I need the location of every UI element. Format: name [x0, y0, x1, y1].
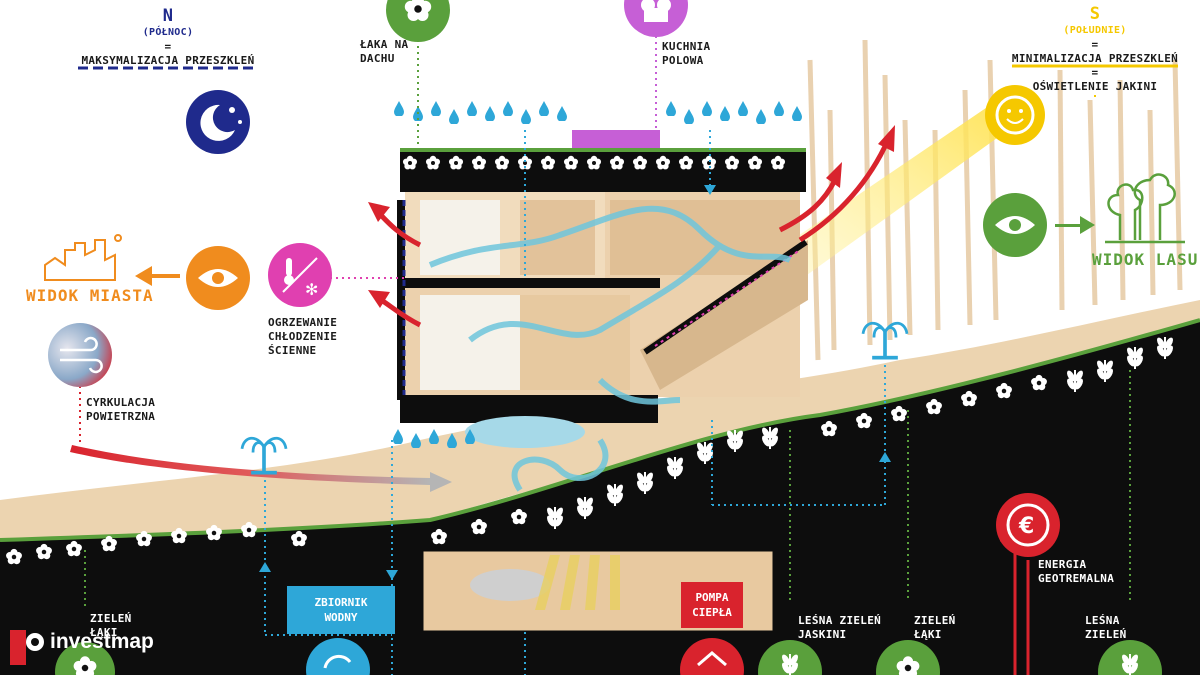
thermometer-snowflake-icon: ✻ — [268, 243, 332, 307]
label-meadow-green-right-line2: ŁĄKI — [914, 628, 942, 641]
svg-text:€: € — [1018, 514, 1034, 539]
label-field-kitchen-line2: POLOWA — [662, 54, 704, 67]
label-roof-meadow-line1: ŁAKA NA — [360, 38, 409, 51]
label-field-kitchen-line1: KUCHNIA — [662, 40, 711, 53]
house-energy-icon — [680, 638, 744, 675]
chef-hat-icon — [624, 0, 688, 37]
water-tank-box — [287, 586, 395, 634]
city-skyline-icon — [44, 234, 122, 281]
label-forest-green-cave: LEŚNA ZIELEŃ JASKINI — [798, 614, 881, 642]
label-geothermal-line1: ENERGIA — [1038, 558, 1087, 571]
brand-name[interactable]: investmap — [50, 630, 154, 653]
label-roof-meadow: ŁAKA NA DACHU — [360, 38, 408, 66]
label-forest-green-line2: ZIELEŃ — [1085, 628, 1127, 641]
svg-text:✻: ✻ — [305, 280, 318, 299]
label-wall-heating-line3: ŚCIENNE — [268, 344, 317, 357]
euro-icon: € — [996, 493, 1060, 557]
south-desc2: OŚWIETLENIE JAKINI — [1032, 80, 1158, 93]
label-water-tank: ZBIORNIK WODNY — [287, 586, 395, 634]
label-air-circulation: CYRKULACJA POWIETRZNA — [86, 396, 155, 424]
label-air-circulation-line2: POWIETRZNA — [86, 410, 156, 423]
label-meadow-green-right: ZIELEŃ ŁĄKI — [914, 614, 956, 642]
label-heat-pump-line2: CIEPŁA — [692, 606, 732, 619]
label-geothermal: ENERGIA GEOTREMALNA — [1038, 558, 1114, 586]
air-flow — [428, 205, 792, 492]
south-eq1: = — [1091, 38, 1099, 51]
north-heading: N (PÓŁNOC) = MAKSYMALIZACJA PRZESZKLEŃ — [80, 6, 256, 68]
north-sub: (PÓŁNOC) — [142, 27, 194, 38]
label-geothermal-line2: GEOTREMALNA — [1038, 572, 1115, 585]
label-meadow-green-left-line2: ŁĄKI — [90, 626, 118, 639]
wind-icon — [48, 323, 112, 387]
recycle-icon — [306, 638, 370, 675]
label-heat-pump-line1: POMPA — [695, 591, 729, 604]
label-wall-heating: OGRZEWANIE CHŁODZENIE ŚCIENNE — [268, 316, 337, 358]
north-letter: N — [162, 6, 174, 26]
north-eq: = — [164, 40, 172, 53]
label-air-circulation-line1: CYRKULACJA — [86, 396, 156, 409]
flower-icon-bottom-2 — [876, 640, 940, 675]
label-forest-green-cave-line1: LEŚNA ZIELEŃ — [798, 614, 882, 627]
label-meadow-green-left: ZIELEŃ ŁĄKI — [90, 612, 132, 640]
investmap-logo-icon — [10, 630, 44, 665]
label-forest-green: LEŚNA ZIELEŃ — [1085, 614, 1127, 642]
label-wall-heating-line2: CHŁODZENIE — [268, 330, 338, 343]
house-roof — [400, 150, 806, 192]
south-desc1: MINIMALIZACJA PRZESZKLEŃ — [1011, 52, 1179, 65]
label-heat-pump: POMPA CIEPŁA — [681, 582, 743, 628]
label-forest-green-line1: LEŚNA — [1085, 614, 1120, 627]
leaf-icon-bottom-2 — [1098, 640, 1162, 675]
label-field-kitchen: KUCHNIA POLOWA — [662, 40, 710, 68]
eye-icon-city — [186, 246, 250, 310]
label-meadow-green-right-line1: ZIELEŃ — [914, 614, 956, 627]
south-eq2: = — [1091, 66, 1099, 79]
label-roof-meadow-line2: DACHU — [360, 52, 395, 65]
roof-meadow-icon — [386, 0, 450, 42]
leaf-icon-bottom — [758, 640, 822, 675]
label-forest-view: WIDOK LASU — [1092, 250, 1199, 269]
label-wall-heating-line1: OGRZEWANIE — [268, 316, 338, 329]
wind-ribbon — [70, 445, 430, 485]
label-city-view: WIDOK MIASTA — [26, 286, 154, 305]
sun-beam — [770, 95, 1015, 280]
label-water-tank-line1: ZBIORNIK — [314, 596, 368, 609]
moon-stars-icon — [186, 90, 250, 154]
south-letter: S — [1089, 4, 1101, 24]
label-forest-green-cave-line2: JASKINI — [798, 628, 847, 641]
sun-face-icon — [985, 85, 1045, 145]
south-sub: (POŁUDNIE) — [1063, 25, 1127, 36]
eye-icon-forest — [983, 193, 1047, 257]
flower-icon-bottom — [55, 642, 115, 675]
label-water-tank-line2: WODNY — [324, 611, 358, 624]
label-meadow-green-left-line1: ZIELEŃ — [90, 612, 132, 625]
south-heading: S (POŁUDNIE) = MINIMALIZACJA PRZESZKLEŃ … — [1010, 4, 1180, 94]
heat-pump-box — [681, 582, 743, 628]
north-desc: MAKSYMALIZACJA PRZESZKLEŃ — [81, 54, 255, 67]
trees-icon — [1105, 173, 1185, 244]
